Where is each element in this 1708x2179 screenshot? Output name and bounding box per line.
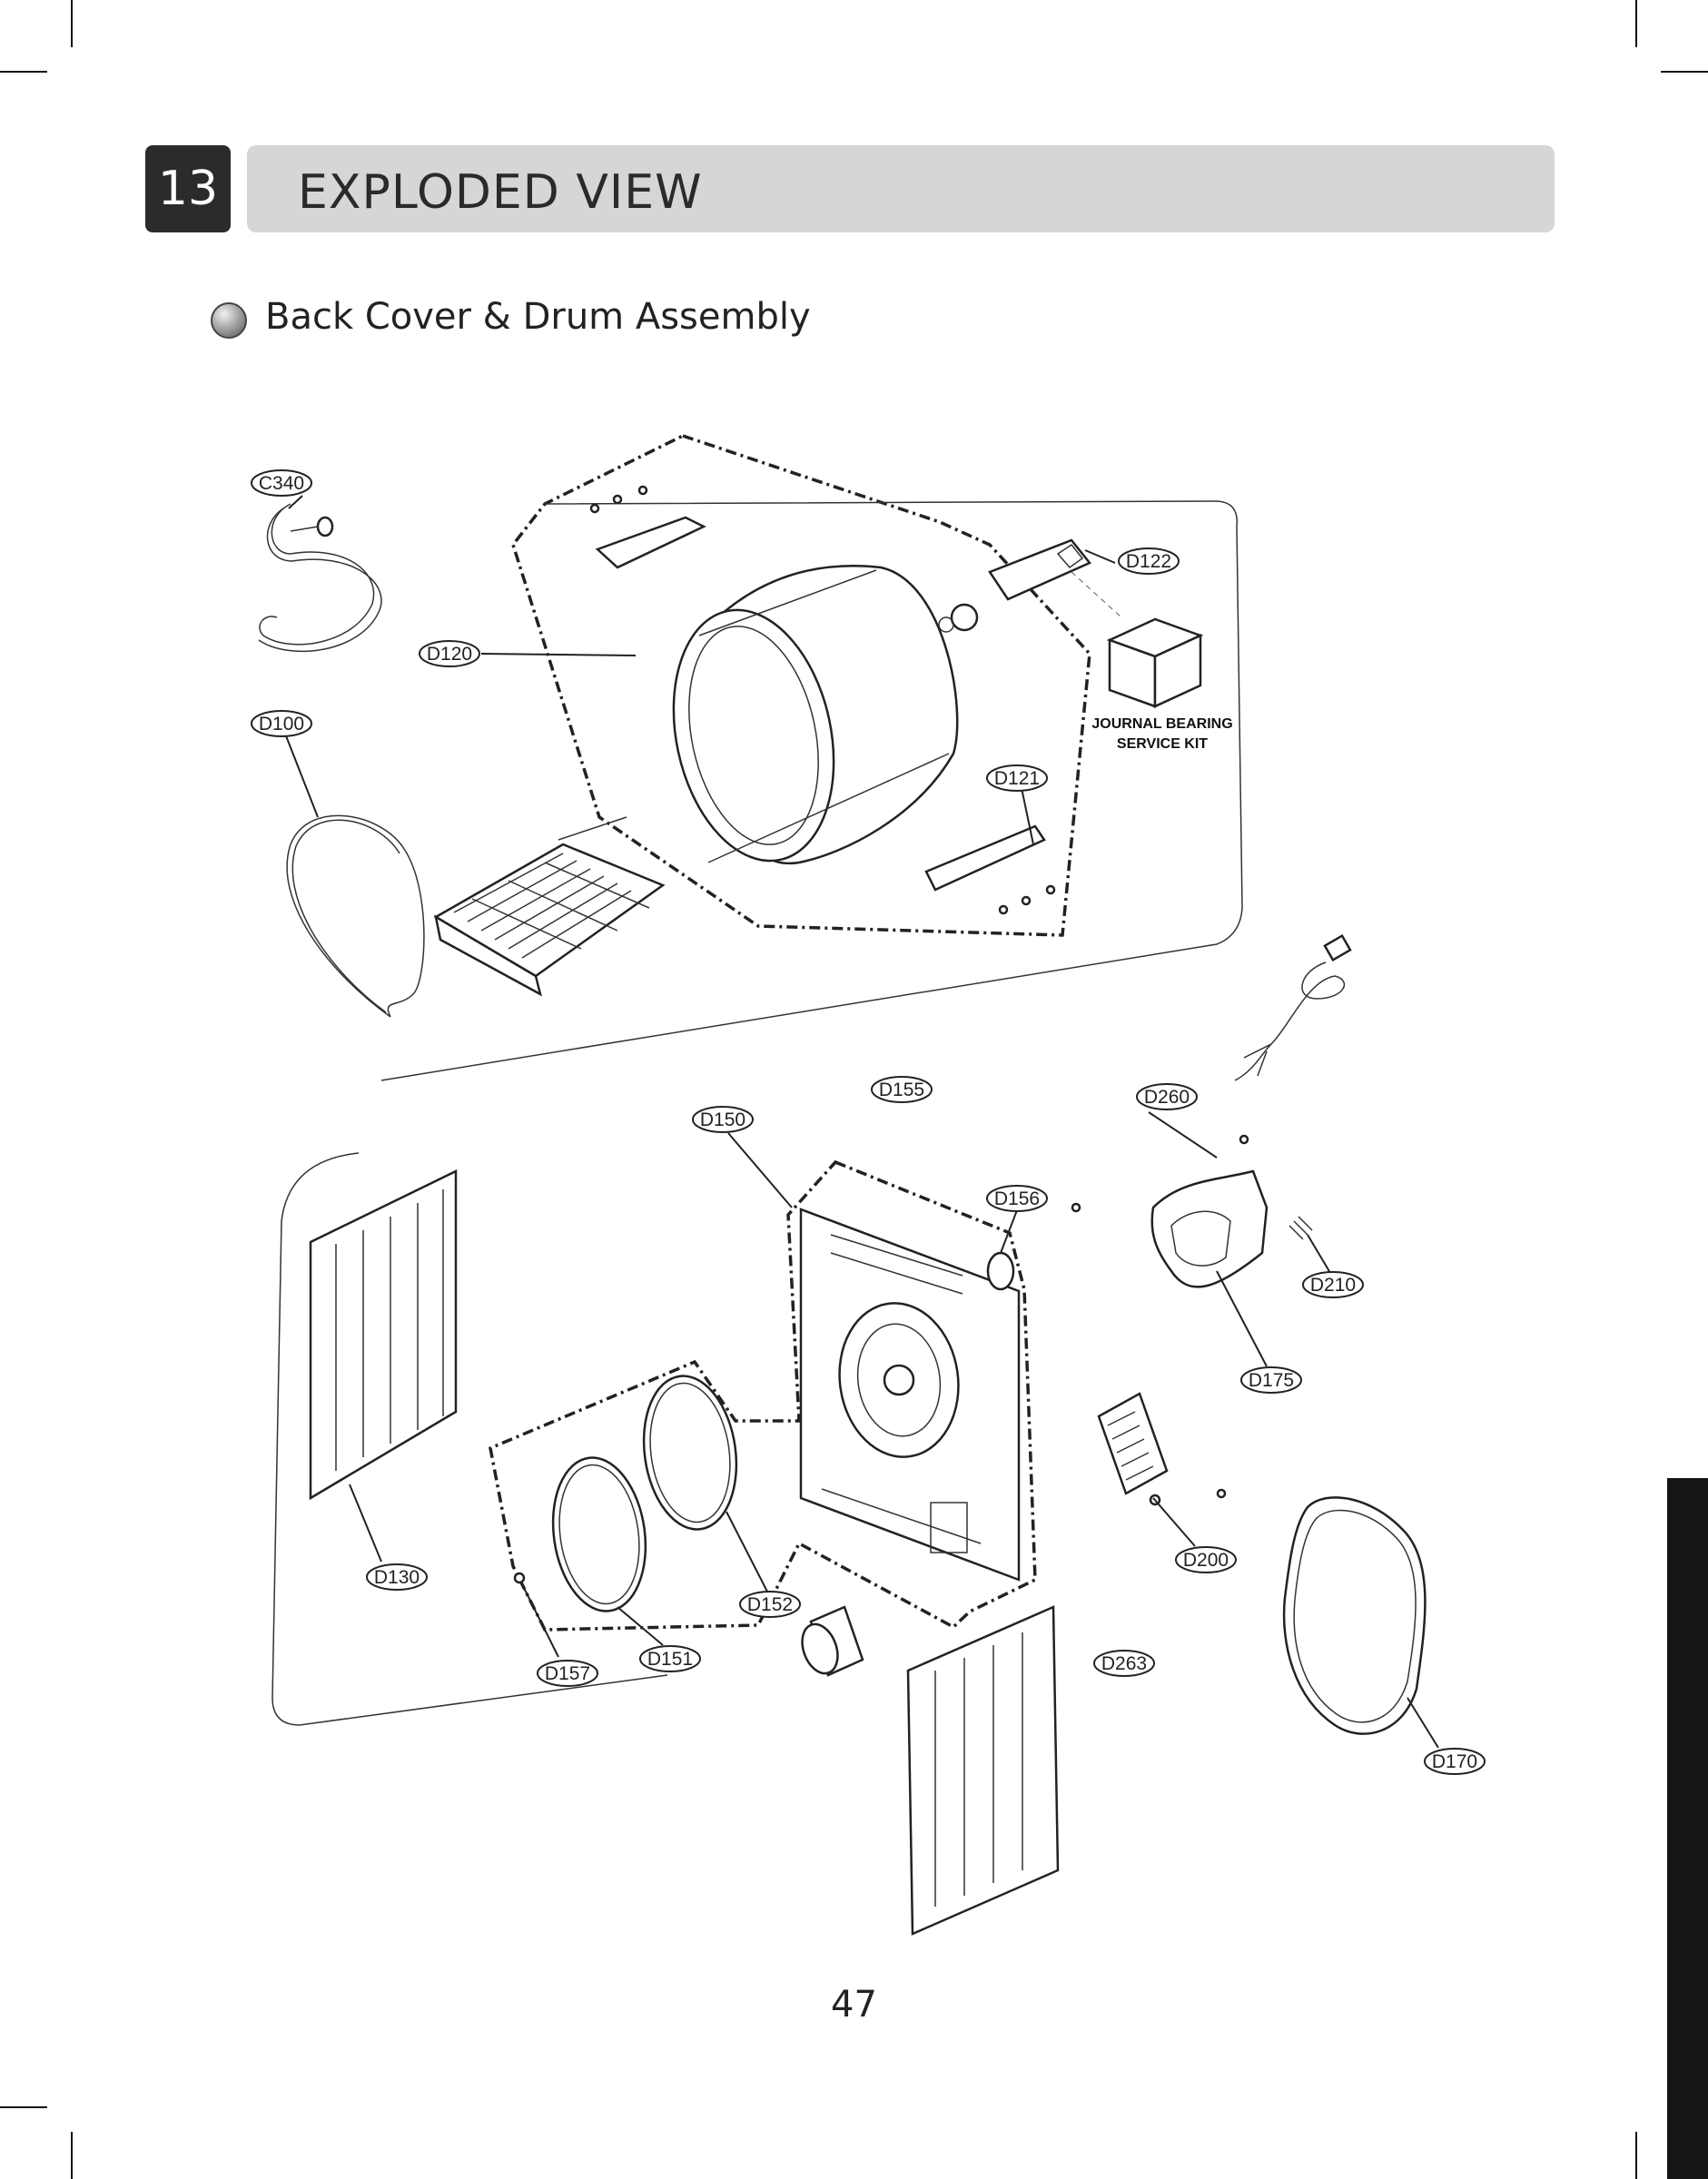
- callout-c340: C340: [251, 469, 312, 497]
- callout-d130: D130: [366, 1563, 428, 1591]
- callout-d263: D263: [1093, 1650, 1155, 1677]
- callout-d122: D122: [1118, 547, 1180, 575]
- thermostat-part: [1288, 1216, 1313, 1240]
- section-number-badge: 13: [145, 145, 231, 232]
- side-chapter-tab: [1667, 1478, 1708, 2179]
- power-cord-part: [1234, 933, 1352, 1081]
- svg-text:D100: D100: [259, 714, 304, 735]
- idler-pulley-part: [986, 1251, 1015, 1291]
- front-ring-part: [551, 1456, 647, 1612]
- svg-text:D150: D150: [700, 1109, 745, 1130]
- drum-seal-part: [286, 814, 425, 1018]
- rear-duct-part: [1150, 1134, 1269, 1288]
- svg-text:D260: D260: [1144, 1087, 1190, 1108]
- callout-d151: D151: [639, 1645, 701, 1672]
- callout-d156: D156: [986, 1185, 1048, 1212]
- svg-text:D170: D170: [1432, 1751, 1477, 1772]
- callout-d175: D175: [1240, 1366, 1302, 1394]
- crop-mark-bottom-right-v: [1635, 2132, 1637, 2179]
- screw-part: [513, 1572, 526, 1584]
- svg-text:D151: D151: [647, 1649, 693, 1670]
- crop-mark-top-left-h: [0, 71, 47, 73]
- hose-part: [258, 503, 382, 653]
- svg-text:D130: D130: [374, 1567, 420, 1588]
- callout-d200: D200: [1175, 1546, 1237, 1573]
- svg-text:C340: C340: [259, 473, 304, 494]
- svg-text:D175: D175: [1249, 1370, 1294, 1391]
- svg-text:D157: D157: [545, 1663, 590, 1684]
- svg-text:D200: D200: [1183, 1550, 1229, 1571]
- bullet-icon: [211, 302, 247, 339]
- grille-part: [433, 816, 666, 997]
- crop-mark-bottom-left-v: [71, 2132, 73, 2179]
- rear-ring-part: [642, 1375, 738, 1531]
- section-subtitle: Back Cover & Drum Assembly: [265, 296, 811, 338]
- svg-text:D152: D152: [747, 1594, 793, 1615]
- page-title: EXPLODED VIEW: [298, 165, 703, 220]
- bearing-housing-part: [938, 538, 1091, 633]
- back-panel-part: [799, 1208, 1021, 1582]
- service-kit-box: [1106, 617, 1204, 708]
- door-gasket-part: [1282, 1496, 1427, 1735]
- svg-text:D210: D210: [1310, 1275, 1356, 1296]
- header-bar: EXPLODED VIEW: [247, 145, 1555, 232]
- lower-assembly-boundary: [272, 1152, 668, 1726]
- callout-d157: D157: [537, 1660, 598, 1687]
- page-number: 47: [831, 1984, 877, 2026]
- heater-part: [1097, 1392, 1227, 1506]
- kit-label-line1: JOURNAL BEARING: [1091, 716, 1232, 732]
- upper-drum-slide-part: [595, 516, 706, 569]
- section-number: 13: [157, 162, 219, 216]
- crop-mark-top-left-v: [71, 0, 73, 47]
- left-back-cover-part: [309, 1169, 458, 1501]
- svg-text:D156: D156: [994, 1188, 1040, 1209]
- kit-label-line2: SERVICE KIT: [1117, 736, 1208, 752]
- upper-assembly-boundary: [380, 500, 1243, 1081]
- callout-d260: D260: [1136, 1083, 1198, 1110]
- callout-d150: D150: [692, 1106, 754, 1133]
- callout-d170: D170: [1424, 1748, 1486, 1775]
- drum-part: [672, 565, 959, 865]
- svg-text:D155: D155: [879, 1080, 924, 1100]
- motor-cylinder-part: [801, 1605, 864, 1677]
- lower-drum-slide-part: [924, 824, 1046, 892]
- crop-mark-bottom-left-h: [0, 2106, 47, 2108]
- back-cover-group-outline: [489, 1159, 1037, 1632]
- callout-d120: D120: [419, 640, 480, 667]
- svg-text:D121: D121: [994, 768, 1040, 789]
- svg-text:D263: D263: [1101, 1653, 1147, 1674]
- callout-d152: D152: [739, 1591, 801, 1618]
- callout-d210: D210: [1302, 1271, 1364, 1298]
- drum-group-outline: [511, 434, 1091, 937]
- svg-text:D122: D122: [1126, 551, 1171, 572]
- svg-text:D120: D120: [427, 644, 472, 665]
- crop-mark-top-right-v: [1635, 0, 1637, 47]
- lower-back-cover-part: [906, 1605, 1060, 1936]
- crop-mark-top-right-h: [1661, 71, 1708, 73]
- callout-d121: D121: [986, 764, 1048, 792]
- callout-d155: D155: [871, 1076, 933, 1103]
- callout-d100: D100: [251, 710, 312, 737]
